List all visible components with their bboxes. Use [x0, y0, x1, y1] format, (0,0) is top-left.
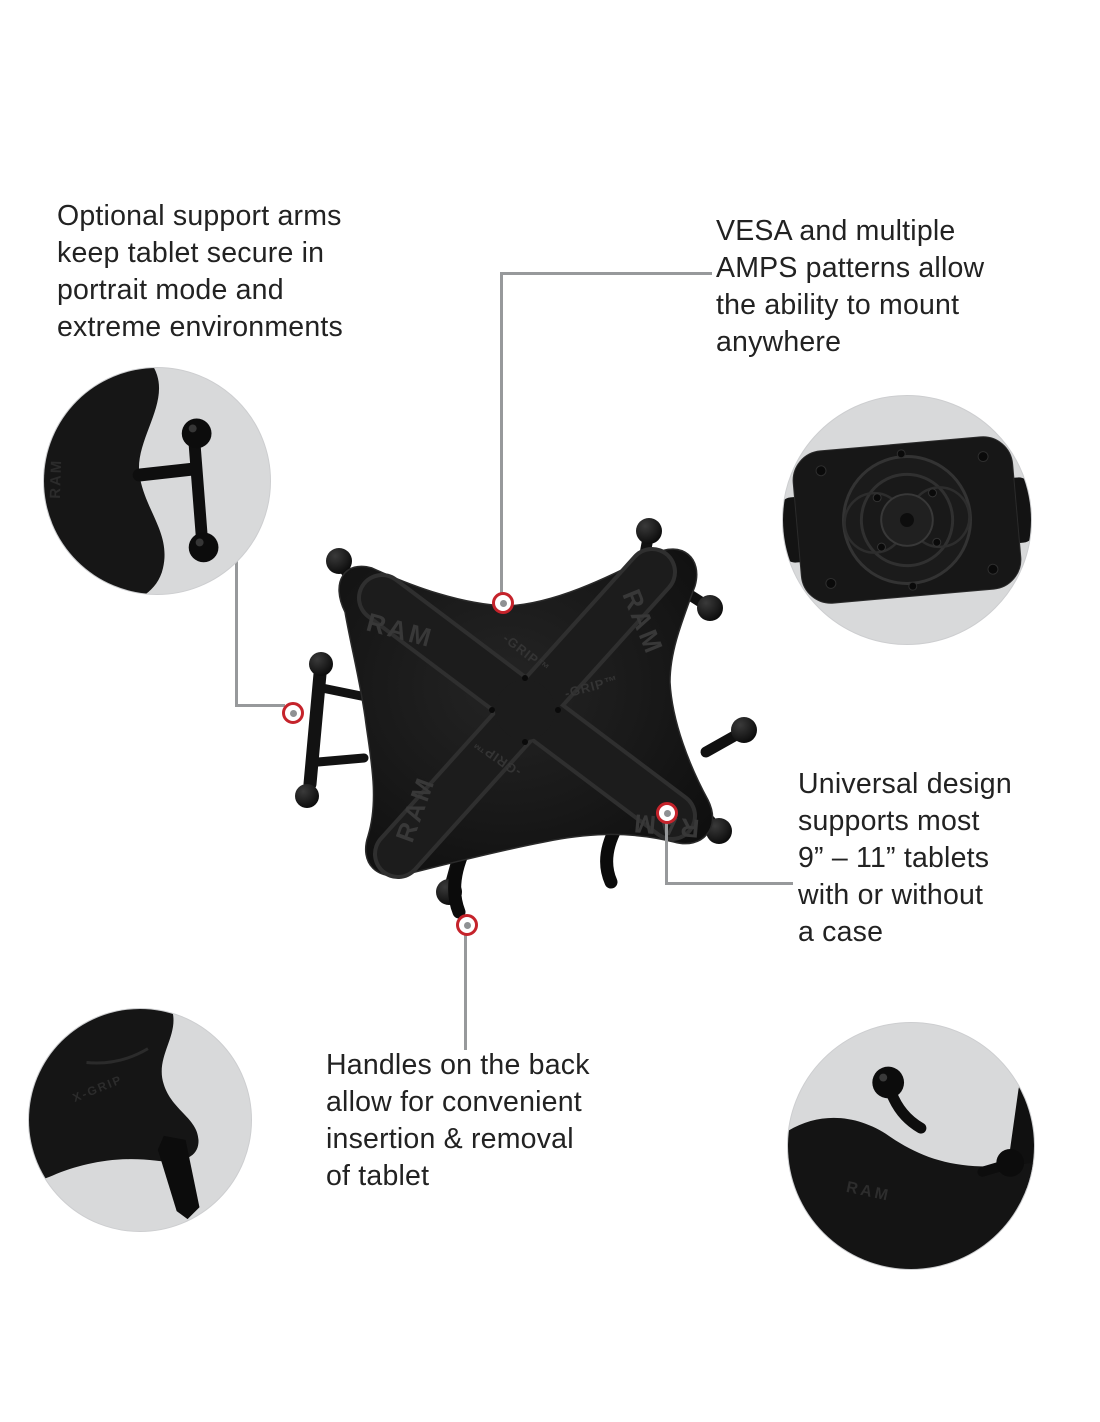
- support-ball-top: [309, 652, 333, 676]
- screw-hole: [932, 537, 942, 547]
- grip-ball-right: [996, 1148, 1025, 1177]
- callout-dot-core: [463, 921, 471, 929]
- callout-dot-core: [289, 709, 297, 717]
- grip-ball: [731, 717, 757, 743]
- support-bar: [303, 667, 327, 791]
- embossed-brand-text: RAM: [48, 459, 65, 499]
- arm-bar: [188, 439, 208, 541]
- leader-universal-horizontal: [665, 882, 793, 885]
- cradle-back-shape: [29, 1009, 199, 1183]
- amps-hole: [555, 707, 561, 713]
- arm-stem: [132, 462, 200, 482]
- edge-hole: [896, 449, 906, 459]
- grip-ball: [326, 548, 352, 574]
- cradle-edge-shape: [788, 1117, 1034, 1269]
- screw-hole: [877, 542, 886, 552]
- hub-hole: [900, 513, 914, 527]
- leader-vesa-horizontal: [500, 272, 712, 275]
- callout-dot-vesa: [492, 592, 514, 614]
- molding-line: [86, 1047, 149, 1065]
- annotation-vesa-amps: VESA and multiple AMPS patterns allow th…: [716, 215, 985, 358]
- grip-ball: [697, 595, 723, 621]
- support-arm-closeup-graphic: RAM: [44, 368, 219, 594]
- corner-hole: [815, 465, 827, 477]
- corner-hole: [977, 451, 989, 463]
- inset-vesa-plate-closeup: [782, 395, 1032, 645]
- leader-universal-vertical: [665, 820, 668, 885]
- finger-stem: [700, 728, 744, 758]
- screw-hole: [872, 493, 882, 503]
- vesa-plate-graphic: [783, 436, 1031, 604]
- ball-highlight: [188, 424, 197, 433]
- callout-dot-support-arm: [282, 702, 304, 724]
- amps-hole: [522, 739, 528, 745]
- annotation-handles: Handles on the back allow for convenient…: [326, 1049, 590, 1192]
- leader-vesa-vertical: [500, 272, 503, 594]
- vesa-plate: [783, 436, 1031, 604]
- amps-hole: [522, 675, 528, 681]
- arm-ball-bottom: [188, 532, 219, 563]
- corner-hole: [987, 563, 999, 575]
- optional-support-arm: [295, 652, 371, 808]
- grip-ball: [636, 518, 662, 544]
- annotation-support-arms: Optional support arms keep tablet secure…: [57, 200, 343, 343]
- leader-support-vertical: [235, 560, 238, 706]
- corner-hole: [825, 577, 837, 589]
- handle-closeup-graphic: X-GRIP: [29, 1009, 200, 1220]
- amps-hole: [489, 707, 495, 713]
- handle-hook-right: [600, 821, 623, 889]
- x-ridges: [357, 547, 697, 879]
- support-stem-bottom: [313, 753, 369, 767]
- inset-support-arm-closeup: RAM: [43, 367, 271, 595]
- cradle-corner-shape: [44, 368, 165, 594]
- callout-dot-core: [663, 809, 671, 817]
- leader-support-horizontal: [235, 704, 285, 707]
- edge-hole: [908, 581, 918, 591]
- inset-grip-arm-closeup: RAM: [787, 1022, 1035, 1270]
- grip-neck: [885, 1086, 927, 1134]
- screw-hole: [928, 488, 937, 498]
- callout-dot-core: [499, 599, 507, 607]
- leader-handles-vertical: [464, 932, 467, 1050]
- annotation-universal-design: Universal design supports most 9” – 11” …: [798, 768, 1012, 948]
- insertion-handle: [157, 1135, 200, 1220]
- ball-highlight: [879, 1073, 888, 1082]
- ball-highlight: [195, 538, 204, 547]
- grip-arm-closeup-graphic: RAM: [788, 1066, 1034, 1269]
- support-ball-bottom: [295, 784, 319, 808]
- callout-dot-universal: [656, 802, 678, 824]
- grip-ball: [872, 1066, 905, 1099]
- support-stem-top: [317, 683, 371, 702]
- product-x-grip-cradle: RAM RAM RAM RAM -GRIP™ -GRIP™ -GRIP™: [295, 518, 757, 919]
- callout-dot-handles: [456, 914, 478, 936]
- arm-ball-top: [181, 418, 212, 449]
- x-center: [495, 680, 555, 740]
- inset-handle-closeup: X-GRIP: [28, 1008, 252, 1232]
